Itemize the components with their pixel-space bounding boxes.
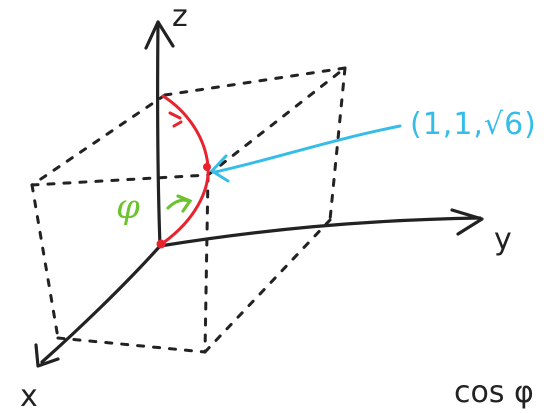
box-top-front-right-edge xyxy=(206,66,347,177)
x-axis-line xyxy=(40,244,162,364)
z-axis-line xyxy=(156,20,162,248)
z-axis-arrowhead xyxy=(144,20,175,50)
point-marker xyxy=(203,163,211,171)
box-top-right-edge xyxy=(328,66,347,222)
box-top-front-edge xyxy=(30,173,210,187)
x-axis-label: x xyxy=(20,379,38,414)
box-top-back-edge xyxy=(163,66,347,97)
blue-pointer xyxy=(209,124,402,183)
box-bottom-right-edge xyxy=(203,218,332,354)
cos-phi-expression: cos φ xyxy=(454,375,534,410)
point-coordinates-label: (1,1,√6) xyxy=(410,107,537,142)
blue-pointer-line xyxy=(213,124,402,174)
angle-phi-label: φ xyxy=(116,187,140,227)
box-top-left-edge xyxy=(30,93,167,187)
green-angle-arrow xyxy=(166,194,193,213)
box-bottom-front-edge xyxy=(56,336,207,354)
axes xyxy=(34,20,484,368)
blue-pointer-arrowhead xyxy=(209,154,230,183)
red-angle-arc xyxy=(161,94,210,245)
x-axis-arrowhead xyxy=(34,343,60,368)
y-axis-line xyxy=(158,216,482,248)
z-axis-label: z xyxy=(172,0,188,34)
origin-point xyxy=(156,239,166,249)
box-front-vertical-edge xyxy=(203,173,210,354)
dashed-box xyxy=(30,66,347,354)
red-tick-mark xyxy=(168,111,183,128)
y-axis-label: y xyxy=(494,222,512,257)
green-arrowhead xyxy=(176,194,193,213)
box-left-vertical-edge xyxy=(30,183,60,340)
y-axis-arrowhead xyxy=(450,208,484,236)
red-arc-path xyxy=(161,94,210,245)
